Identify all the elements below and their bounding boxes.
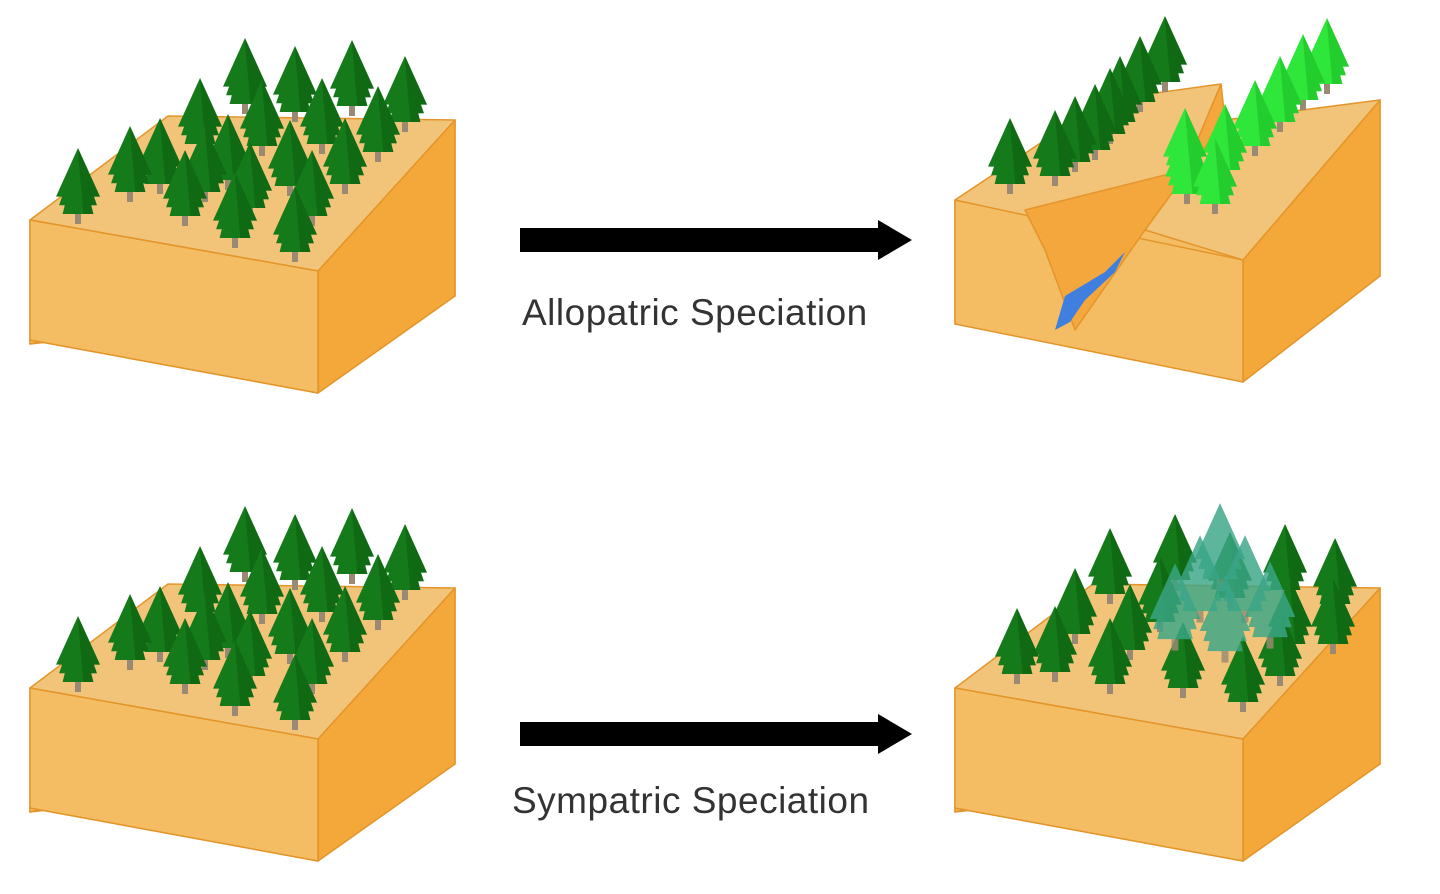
tree-icon	[1088, 528, 1132, 604]
tree-icon	[1281, 34, 1325, 110]
tree-icon	[1053, 568, 1097, 644]
sympatric-speciation-label: Sympatric Speciation	[512, 780, 870, 821]
tree-icon	[1033, 110, 1077, 186]
tree-icon	[300, 78, 344, 154]
block-front-face	[954, 687, 1244, 862]
tree-icon	[213, 172, 257, 248]
tree-icon	[273, 514, 317, 590]
tree-icon	[163, 150, 207, 226]
allopatric-result-block	[954, 16, 1381, 383]
original-population-block-sympatric	[29, 506, 456, 862]
new-species-tree-icon	[1149, 563, 1201, 651]
tree-icon	[1153, 514, 1197, 590]
tree-icon	[56, 616, 100, 692]
tree-icon	[138, 586, 182, 662]
allopatric-speciation-label: Allopatric Speciation	[522, 292, 868, 333]
tree-icon	[290, 618, 334, 694]
new-species-tree-icon	[1174, 535, 1226, 623]
tree-icon	[178, 546, 222, 622]
tree-icon	[356, 554, 400, 630]
original-population-block-allopatric	[29, 38, 456, 394]
tree-icon	[1193, 138, 1237, 214]
tree-icon	[1165, 128, 1209, 204]
tree-icon	[1088, 618, 1132, 694]
tree-icon	[273, 654, 317, 730]
sympatric-result-block	[954, 503, 1381, 862]
tree-icon	[330, 508, 374, 584]
block-front-face	[29, 687, 319, 862]
tree-icon	[323, 586, 367, 662]
block-front-face	[29, 219, 319, 394]
tree-icon	[323, 118, 367, 194]
tree-icon	[1258, 56, 1302, 132]
tree-icon	[356, 86, 400, 162]
tree-icon	[330, 40, 374, 116]
tree-icon	[240, 80, 284, 156]
tree-icon	[1313, 538, 1357, 614]
tree-icon	[213, 640, 257, 716]
allopatric-arrow	[520, 220, 912, 260]
tree-icon	[178, 78, 222, 154]
tree-icon	[138, 118, 182, 194]
river	[1055, 252, 1125, 330]
tree-icon	[995, 608, 1039, 684]
new-species-tree-icon	[1199, 575, 1251, 663]
tree-icon	[163, 618, 207, 694]
tree-icon	[383, 524, 427, 600]
tree-icon	[183, 126, 227, 202]
tree-icon	[1311, 578, 1355, 654]
tree-icon	[1161, 622, 1205, 698]
new-species-tree-icon	[1244, 561, 1296, 649]
tree-icon	[383, 56, 427, 132]
tree-icon	[268, 588, 312, 664]
tree-icon	[268, 120, 312, 196]
tree-icon	[1305, 18, 1349, 94]
tree-icon	[1033, 606, 1077, 682]
tree-icon	[988, 118, 1032, 194]
sympatric-arrow	[520, 714, 912, 754]
tree-icon	[290, 150, 334, 226]
tree-icon	[240, 548, 284, 624]
tree-icon	[1108, 584, 1152, 660]
tree-icon	[1143, 16, 1187, 92]
tree-icon	[183, 594, 227, 670]
tree-icon	[223, 506, 267, 582]
tree-icon	[223, 38, 267, 114]
tree-icon	[300, 546, 344, 622]
tree-icon	[1233, 80, 1277, 156]
tree-icon	[108, 126, 152, 202]
tree-icon	[273, 46, 317, 122]
tree-icon	[1221, 636, 1265, 712]
tree-icon	[108, 594, 152, 670]
tree-icon	[56, 148, 100, 224]
tree-icon	[273, 186, 317, 262]
